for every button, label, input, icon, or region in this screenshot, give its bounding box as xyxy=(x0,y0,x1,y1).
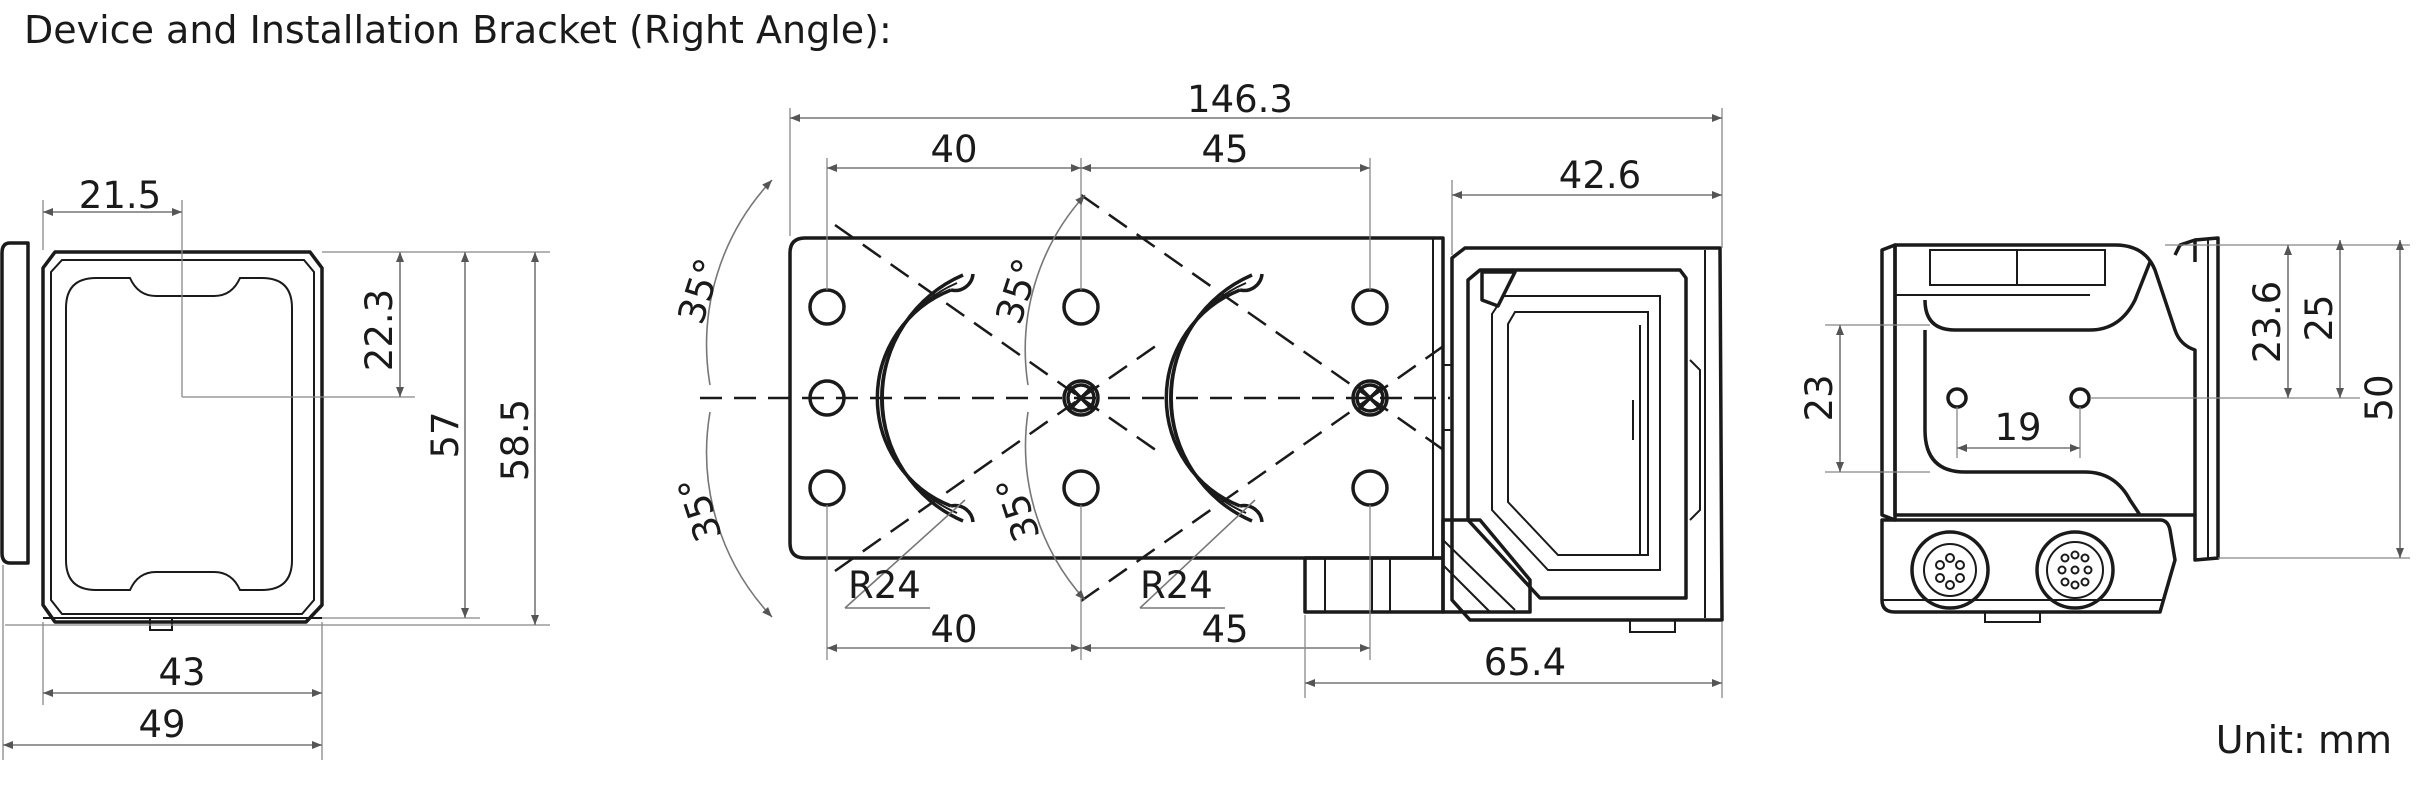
dim-width-offset: 21.5 xyxy=(79,174,161,217)
dim-flange-height-2: 25 xyxy=(2298,294,2341,341)
angle-label-4: 35° xyxy=(988,471,1049,547)
side-view-dimensions: 23 19 23.6 25 50 xyxy=(1798,240,2410,559)
side-view-body xyxy=(1880,236,2220,623)
dim-total-height: 58.5 xyxy=(494,399,537,481)
dim-hole-pitch-lower-1: 40 xyxy=(930,608,977,651)
dim-hole-pitch-upper-2: 45 xyxy=(1201,128,1248,171)
angle-label-2: 35° xyxy=(670,471,731,547)
dim-hole-pitch-lower-2: 45 xyxy=(1201,608,1248,651)
front-view: 21.5 22.3 57 58.5 43 49 xyxy=(0,174,550,760)
top-view: 146.3 40 45 42.6 40 45 65.4 35° xyxy=(670,78,1724,698)
page-title: Device and Installation Bracket (Right A… xyxy=(24,8,892,52)
angle-label-1: 35° xyxy=(670,253,731,329)
dim-bracket-to-end: 65.4 xyxy=(1484,641,1566,684)
dim-body-width: 43 xyxy=(158,651,205,694)
unit-note: Unit: mm xyxy=(2215,718,2392,762)
dim-device-length: 42.6 xyxy=(1559,154,1641,197)
angle-label-3: 35° xyxy=(988,253,1049,329)
radius-label-2: R24 xyxy=(1140,564,1213,607)
mounting-holes xyxy=(808,288,1389,507)
front-view-dimensions: 21.5 22.3 57 58.5 43 49 xyxy=(2,174,550,760)
dim-hole-pitch-upper-1: 40 xyxy=(930,128,977,171)
radius-label-1: R24 xyxy=(848,564,921,607)
dim-hole-height: 23 xyxy=(1798,374,1841,421)
top-view-dimensions: 146.3 40 45 42.6 40 45 65.4 35° xyxy=(670,78,1723,698)
dim-height-offset: 22.3 xyxy=(358,289,401,371)
center-lines xyxy=(700,193,1450,603)
dim-total-height-side: 50 xyxy=(2358,374,2401,421)
dim-body-height: 57 xyxy=(424,411,467,458)
dim-total-width: 49 xyxy=(138,703,185,746)
device-body xyxy=(1303,246,1724,633)
dim-overall-length: 146.3 xyxy=(1187,78,1293,121)
side-view: 23 19 23.6 25 50 xyxy=(1798,236,2410,623)
dim-flange-height-1: 23.6 xyxy=(2246,281,2289,363)
dim-hole-spacing: 19 xyxy=(1994,406,2041,449)
front-view-outline xyxy=(0,241,324,631)
